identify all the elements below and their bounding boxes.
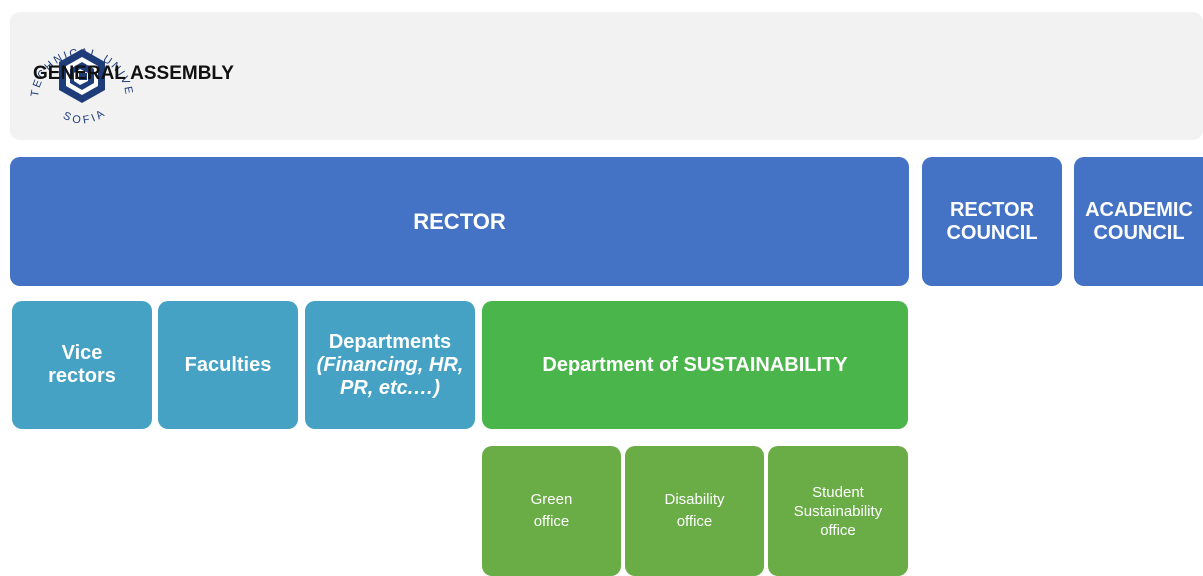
rector-council-line2: COUNCIL [946, 221, 1038, 244]
rector-council-box: RECTOR COUNCIL [922, 157, 1062, 286]
student-office-line1: Student [812, 483, 864, 501]
sustainability-department-box: Department of SUSTAINABILITY [482, 301, 908, 429]
departments-line3: PR, etc.…) [339, 376, 440, 399]
green-office-line2: office [533, 513, 570, 530]
general-assembly-box [10, 12, 1203, 140]
vice-rectors-box: Vice rectors [12, 301, 152, 429]
disability-office-line1: Disability [664, 491, 725, 508]
general-assembly-title: GENERAL ASSEMBLY [33, 63, 234, 84]
departments-line1: Departments [328, 330, 452, 353]
academic-council-box: ACADEMIC COUNCIL [1074, 157, 1203, 286]
student-sustainability-office-box: Student Sustainability office [768, 446, 908, 576]
green-office-box: Green office [482, 446, 621, 576]
faculties-box: Faculties [158, 301, 298, 429]
student-office-line2: Sustainability [793, 502, 883, 520]
green-office-line1: Green [530, 491, 573, 508]
rector-box: RECTOR [10, 157, 909, 286]
academic-council-line1: ACADEMIC [1085, 198, 1193, 221]
vice-rectors-line2: rectors [48, 365, 116, 387]
departments-line2: (Financing, HR, [316, 353, 464, 376]
departments-box: Departments (Financing, HR, PR, etc.…) [305, 301, 475, 429]
disability-office-box: Disability office [625, 446, 764, 576]
logo-bottom-text: SOFIA [61, 106, 106, 127]
disability-office-line2: office [676, 513, 713, 530]
academic-council-line2: COUNCIL [1093, 221, 1185, 244]
rector-council-line1: RECTOR [949, 198, 1035, 221]
vice-rectors-line1: Vice [61, 342, 103, 364]
student-office-line3: office [820, 521, 856, 539]
university-logo: TECHNICAL UNIVERSITY SOFIA [24, 22, 133, 127]
svg-text:SOFIA: SOFIA [61, 106, 109, 127]
logo-emblem-icon [59, 49, 105, 103]
